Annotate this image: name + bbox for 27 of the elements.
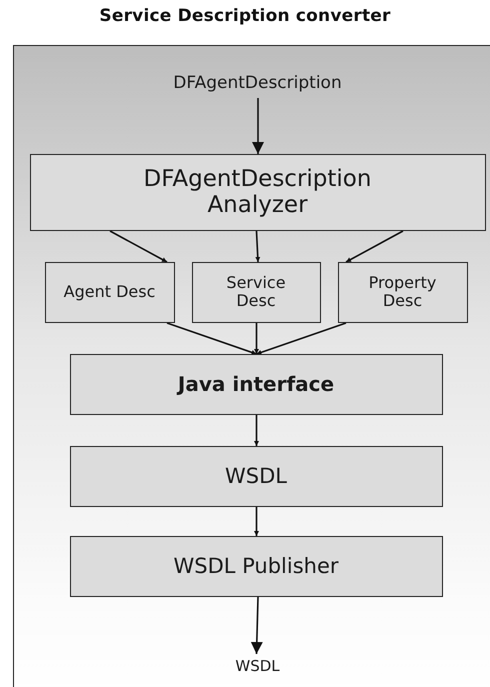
arrow <box>110 230 168 263</box>
panel-heading: Service Description converter <box>98 6 392 26</box>
component-box <box>44 262 174 322</box>
box-label: Java interface <box>178 372 334 396</box>
arrow <box>254 323 259 354</box>
arrow <box>166 322 257 355</box>
arrow <box>254 507 259 536</box>
arrow <box>256 322 346 355</box>
component-box <box>192 262 320 322</box>
box-label: WSDL Publisher <box>173 554 339 578</box>
arrow <box>346 230 404 263</box>
arrow <box>255 230 260 262</box>
box-label: Property Desc <box>368 274 438 310</box>
data-label: DFAgentDescription <box>173 74 342 94</box>
process-box <box>70 354 442 414</box>
data-label: WSDL <box>235 658 280 676</box>
arrow <box>250 596 263 654</box>
arrow <box>252 98 264 154</box>
arrow <box>254 415 259 446</box>
box-label: WSDL <box>225 464 287 488</box>
process-box <box>30 154 486 230</box>
component-box <box>338 262 468 322</box>
process-box <box>70 536 442 596</box>
process-box <box>70 446 442 506</box>
box-label: DFAgentDescription Analyzer <box>142 166 372 218</box>
box-label: Service Desc <box>225 274 287 310</box>
box-label: Agent Desc <box>64 282 156 302</box>
